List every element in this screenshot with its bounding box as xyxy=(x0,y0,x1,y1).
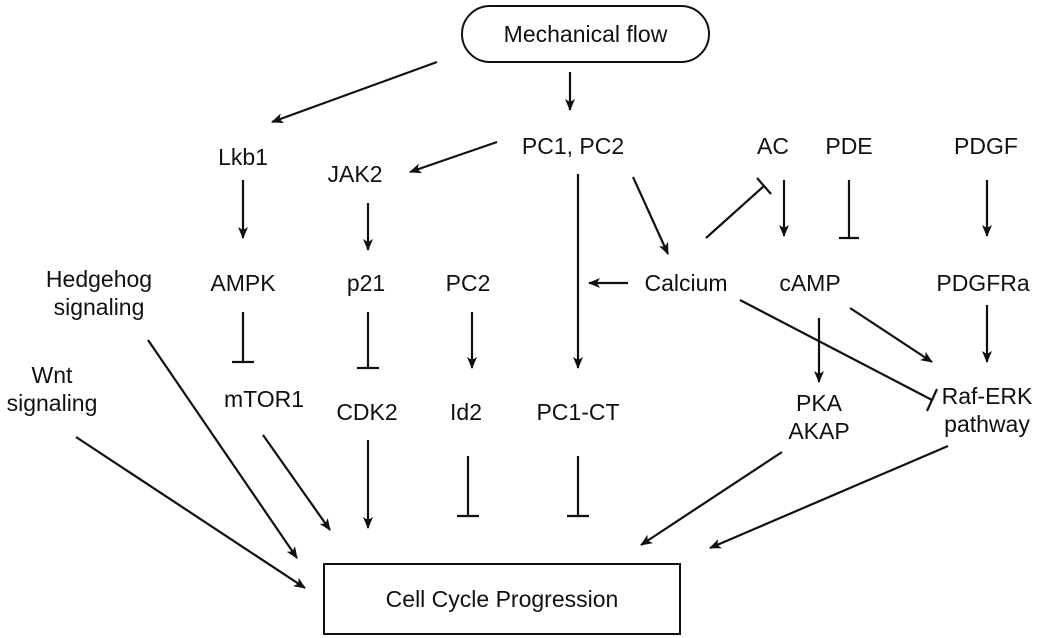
edge-pka-cellcycle xyxy=(640,451,783,546)
hedgehog-line2: signaling xyxy=(53,294,145,320)
wnt-line2: signaling xyxy=(6,390,98,416)
edge-wnt-cellcycle xyxy=(75,436,306,589)
cdk2-node: CDK2 xyxy=(336,399,398,425)
edge-hedgehog-cellcycle xyxy=(147,339,298,559)
pc1-pc2-node: PC1, PC2 xyxy=(521,133,625,159)
tbar-calcium-ac xyxy=(756,177,772,195)
edge-pc-jak2 xyxy=(409,140,498,174)
mechanical-flow-label: Mechanical flow xyxy=(503,20,668,47)
pdgf-node: PDGF xyxy=(954,133,1018,159)
akap-label: AKAP xyxy=(788,418,850,444)
hedgehog-line1: Hedgehog xyxy=(45,266,153,292)
edge-camp-raferk xyxy=(849,307,933,363)
pc1-ct-node: PC1-CT xyxy=(536,399,620,425)
edge-mtor1-cellcycle xyxy=(262,434,331,531)
calcium-node: Calcium xyxy=(644,270,728,296)
wnt-line1: Wnt xyxy=(31,362,73,388)
lkb1-node: Lkb1 xyxy=(218,144,268,170)
id2-node: Id2 xyxy=(450,399,482,425)
pdgfra-node: PDGFRa xyxy=(936,270,1030,296)
edge-raferk-cellcycle xyxy=(709,444,949,550)
wnt-node: Wnt signaling xyxy=(7,361,98,417)
cell-cycle-node: Cell Cycle Progression xyxy=(323,563,681,635)
mechanical-flow-node: Mechanical flow xyxy=(461,5,710,63)
edge-calcium-ac xyxy=(705,185,765,239)
camp-node: cAMP xyxy=(779,270,841,296)
pka-akap-node: PKA AKAP xyxy=(788,389,849,445)
edge-flow-lkb1 xyxy=(271,60,438,124)
raf-erk-line2: pathway xyxy=(944,411,1030,437)
ac-node: AC xyxy=(757,133,789,159)
raf-erk-line1: Raf-ERK xyxy=(941,383,1033,409)
cell-cycle-label: Cell Cycle Progression xyxy=(385,585,619,612)
pde-node: PDE xyxy=(825,133,873,159)
pka-label: PKA xyxy=(795,390,843,416)
pc2-node: PC2 xyxy=(445,270,491,296)
p21-node: p21 xyxy=(346,270,386,296)
edge-calcium-raferk xyxy=(739,299,933,401)
raf-erk-node: Raf-ERK pathway xyxy=(942,382,1033,438)
tbar-calcium-raferk xyxy=(925,388,939,412)
ampk-node: AMPK xyxy=(210,270,276,296)
jak2-node: JAK2 xyxy=(327,161,383,187)
mtor1-node: mTOR1 xyxy=(223,386,305,412)
hedgehog-node: Hedgehog signaling xyxy=(46,265,152,321)
edge-pc-calcium xyxy=(631,176,670,255)
